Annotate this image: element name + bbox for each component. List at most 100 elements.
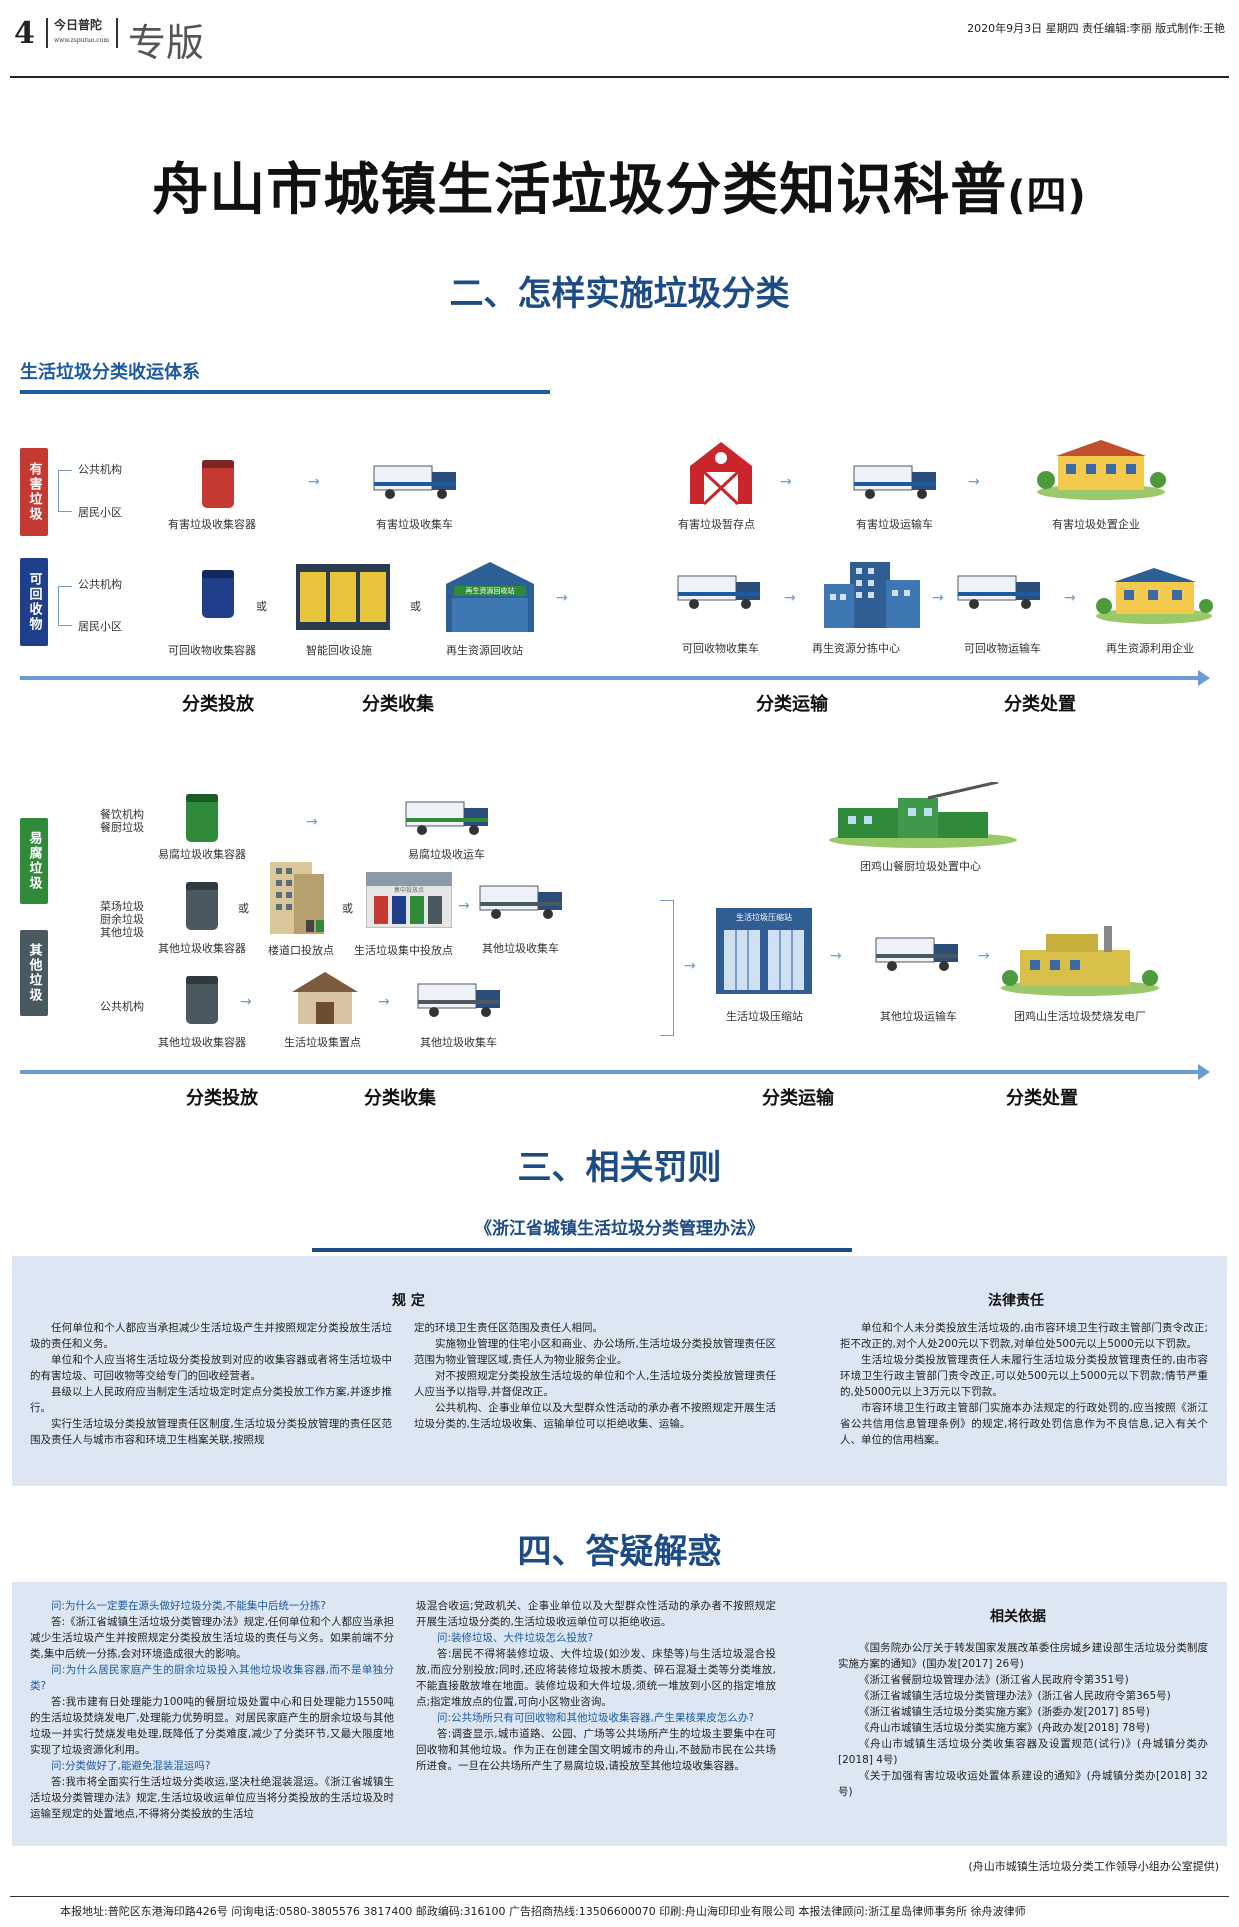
question: 问:分类做好了,能避免混装混运吗? (51, 1760, 211, 1772)
basis-item: 《国务院办公厅关于转发国家发展改革委住房城乡建设部生活垃圾分类制度实施方案的通知… (838, 1642, 1208, 1670)
rules-title: 规 定 (392, 1293, 425, 1309)
recycle-station-icon: 再生资源回收站 (446, 562, 534, 632)
recyclable-bin-icon (202, 570, 234, 618)
label-o-lane: 楼道口投放点 (268, 944, 334, 957)
section2-subheader: 生活垃圾分类收运体系 (20, 362, 200, 383)
other-bin-icon (186, 882, 218, 930)
label-r-truck: 可回收物收集车 (682, 642, 759, 655)
header-info: 2020年9月3日 星期四 责任编辑:李丽 版式制作:王艳 (967, 22, 1225, 35)
law-title: 《浙江省城镇生活垃圾分类管理办法》 (475, 1219, 764, 1239)
arrow-icon: → (684, 958, 696, 974)
or-label: 或 (410, 600, 421, 613)
source-catering: 餐饮机构 餐厨垃圾 (100, 808, 144, 834)
law-underline (312, 1248, 852, 1252)
logo-url: www.zsputuo.com (54, 37, 109, 44)
process-timeline (20, 1064, 1210, 1080)
answer: 答:居民不得将装修垃圾、大件垃圾(如沙发、床垫等)与生活垃圾混合投放,而应分别投… (416, 1648, 776, 1708)
recycling-plant-icon (1096, 568, 1213, 624)
arrow-icon: → (240, 994, 252, 1010)
stage-label: 分类运输 (756, 694, 828, 715)
basis-item: 《舟山市城镇生活垃圾分类收集容器及设置规范(试行)》(舟城镇分类办[2018] … (838, 1738, 1208, 1766)
bracket-hazardous (58, 470, 72, 512)
process-timeline (20, 670, 1210, 686)
qa-col2: 圾混合收运;党政机关、企事业单位以及大型群众性活动的承办者不按照规定开展生活垃圾… (416, 1598, 776, 1774)
category-recyclable: 可回收物 (20, 558, 48, 646)
page-number: 4 (14, 16, 35, 51)
header-divider (10, 76, 1229, 78)
bracket-recyclable (58, 586, 72, 626)
answer: 答:《浙江省城镇生活垃圾分类管理办法》规定,任何单位和个人都应当承担减少生活垃圾… (30, 1616, 394, 1660)
label-h-bin: 有害垃圾收集容器 (168, 518, 256, 531)
station-roof-icon (446, 562, 534, 632)
stage-label: 分类运输 (762, 1088, 834, 1109)
rule-paragraph: 实行生活垃圾分类投放管理责任区制度,生活垃圾分类投放管理的责任区范围及责任人与城… (30, 1418, 392, 1446)
penalty-panel (12, 1256, 1227, 1486)
arrow-icon: → (458, 898, 470, 914)
truck-icon (373, 465, 456, 499)
label-h-store: 有害垃圾暂存点 (678, 518, 755, 531)
source-residential: 居民小区 (78, 506, 122, 519)
kitchen-plant-icon (829, 782, 1017, 848)
center-booth-icon (366, 872, 452, 928)
rule-paragraph: 县级以上人民政府应当制定生活垃圾定时定点分类投放工作方案,并逐步推行。 (30, 1386, 392, 1414)
liability-col: 单位和个人未分类投放生活垃圾的,由市容环境卫生行政主管部门责令改正;拒不改正的,… (840, 1320, 1208, 1448)
label-o-transport: 其他垃圾运输车 (880, 1010, 957, 1023)
label-o-bin1: 其他垃圾收集容器 (158, 942, 246, 955)
question: 问:装修垃圾、大件垃圾怎么投放? (437, 1632, 594, 1644)
logo-name: 今日普陀 (54, 18, 103, 32)
arrow-icon: → (784, 590, 796, 606)
arrow-icon: → (1064, 590, 1076, 606)
page-title: 舟山市城镇生活垃圾分类知识科普(四) (0, 145, 1239, 226)
label-h-plant: 有害垃圾处置企业 (1052, 518, 1140, 531)
qa-col1: 问:为什么一定要在源头做好垃圾分类,不能集中后统一分拣? 答:《浙江省城镇生活垃… (30, 1598, 394, 1822)
label-o-center: 生活垃圾集中投放点 (354, 944, 453, 957)
label-r-center: 再生资源分拣中心 (812, 642, 900, 655)
page-title-main: 舟山市城镇生活垃圾分类知识科普 (152, 158, 1008, 223)
storage-house-icon (690, 442, 752, 506)
truck-icon (875, 937, 958, 971)
arrow-icon: → (780, 474, 792, 490)
label-k-bin: 易腐垃圾收集容器 (158, 848, 246, 861)
source-public: 公共机构 (78, 463, 122, 476)
rule-paragraph: 单位和个人应当将生活垃圾分类投放到对应的收集容器或者将生活垃圾中的有害垃圾、可回… (30, 1354, 392, 1382)
compression-station-icon: 生活垃圾压缩站 (716, 908, 812, 994)
sorting-center-icon (824, 562, 920, 628)
arrow-icon: → (978, 948, 990, 964)
section4-title: 四、答疑解惑 (517, 1532, 722, 1572)
label-r-bin: 可回收物收集容器 (168, 644, 256, 657)
basis-title: 相关依据 (990, 1609, 1046, 1625)
label-o-truck1: 其他垃圾收集车 (482, 942, 559, 955)
truck-icon (853, 465, 936, 499)
or-label: 或 (256, 600, 267, 613)
truck-icon (417, 983, 500, 1017)
hazardous-bin-icon (202, 460, 234, 508)
source-residential: 居民小区 (78, 620, 122, 633)
basis-item: 《浙江省城镇生活垃圾分类管理办法》(浙江省人民政府令第365号) (859, 1690, 1171, 1702)
label-h-truck: 有害垃圾收集车 (376, 518, 453, 531)
qa-panel (12, 1582, 1227, 1846)
label-o-plant: 团鸡山生活垃圾焚烧发电厂 (1014, 1010, 1146, 1023)
footer-info: 本报地址:普陀区东港海印路426号 问询电话:0580-3805576 3817… (60, 1905, 1026, 1918)
label-r-transport: 可回收物运输车 (964, 642, 1041, 655)
label-h-transport: 有害垃圾运输车 (856, 518, 933, 531)
label-r-station: 再生资源回收站 (446, 644, 523, 657)
category-hazardous: 有害垃圾 (20, 448, 48, 536)
question: 问:为什么一定要在源头做好垃圾分类,不能集中后统一分拣? (51, 1600, 326, 1612)
convergence-bracket (660, 900, 674, 1036)
basis-item: 《舟山市城镇生活垃圾分类实施方案》(舟政办发[2018] 78号) (859, 1722, 1150, 1734)
apartment-building-icon (270, 862, 324, 934)
arrow-icon: → (378, 994, 390, 1010)
stage-label: 分类处置 (1004, 694, 1076, 715)
stage-label: 分类投放 (182, 694, 254, 715)
stage-label: 分类收集 (362, 694, 434, 715)
newspaper-logo: 今日普陀 www.zsputuo.com (46, 18, 118, 48)
basis-item: 《浙江省餐厨垃圾管理办法》(浙江省人民政府令第351号) (859, 1674, 1129, 1686)
rules-col1: 任何单位和个人都应当承担减少生活垃圾产生并按照规定分类投放生活垃圾的责任和义务。… (30, 1320, 392, 1448)
label-r-plant: 再生资源利用企业 (1106, 642, 1194, 655)
category-other: 其他垃圾 (20, 930, 48, 1016)
label-o-truck2: 其他垃圾收集车 (420, 1036, 497, 1049)
label-k-plant: 团鸡山餐厨垃圾处置中心 (860, 860, 981, 873)
source-public: 公共机构 (78, 578, 122, 591)
rule-paragraph: 公共机构、企事业单位以及大型群众性活动的承办者不按照规定开展生活垃圾分类的,生活… (414, 1402, 776, 1430)
or-label: 或 (238, 902, 249, 915)
